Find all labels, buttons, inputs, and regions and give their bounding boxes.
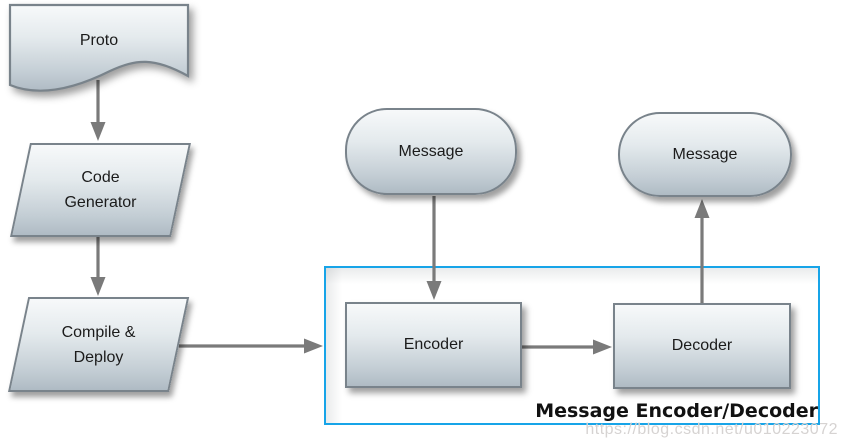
proto-node: Proto (10, 5, 188, 77)
arrowhead-proto-codegen (90, 122, 106, 141)
proto-label: Proto (79, 32, 119, 49)
arrowhead-decoder-message (694, 199, 710, 218)
code-generator-node: Code Generator (10, 143, 191, 237)
encoder-node: Encoder (345, 302, 522, 388)
message-out-node: Message (618, 112, 792, 197)
arrowhead-codegen-compile (90, 277, 106, 296)
decoder-label: Decoder (671, 337, 733, 354)
message-out-label: Message (672, 145, 738, 163)
proto-document-shape (8, 3, 190, 92)
frame-title: Message Encoder/Decoder (535, 400, 818, 422)
encoder-label: Encoder (403, 336, 464, 353)
decoder-node: Decoder (613, 303, 791, 389)
arrowhead-compile-frame (304, 338, 323, 354)
compile-deploy-line1: Compile & (61, 323, 136, 341)
message-in-node: Message (345, 108, 517, 195)
compile-deploy-node: Compile & Deploy (8, 297, 189, 392)
code-generator-line2: Generator (64, 194, 137, 211)
message-in-label: Message (398, 142, 464, 160)
watermark: https://blog.csdn.net/u010223072 (585, 421, 838, 438)
code-generator-line1: Code (81, 169, 120, 186)
compile-deploy-line2: Deploy (73, 348, 124, 366)
